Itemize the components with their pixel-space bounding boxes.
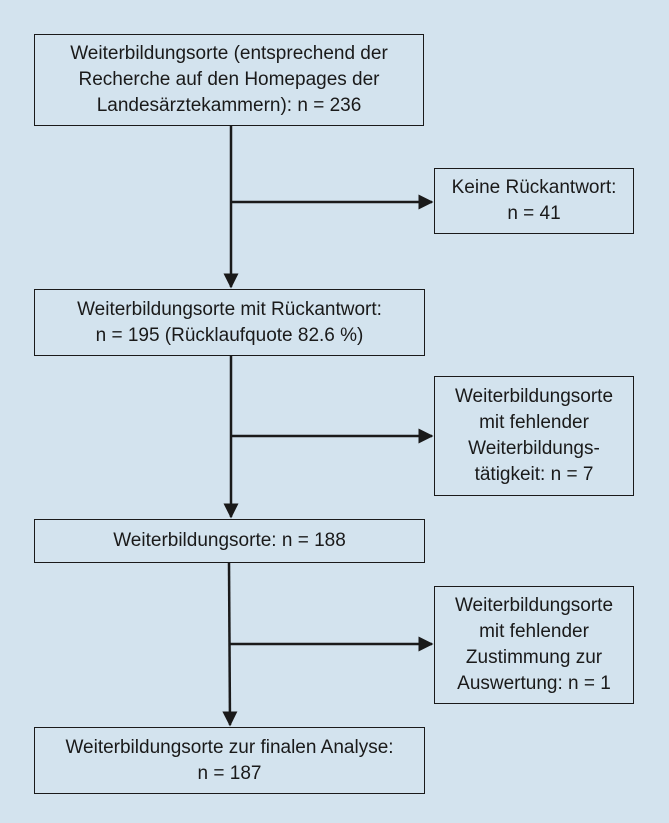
box-final-line-1: Weiterbildungsorte zur finalen Analyse: — [65, 736, 394, 758]
box-no-training-line-1: Weiterbildungsorte — [454, 386, 614, 407]
box-no-consent: Weiterbildungsorte mit fehlender Zustimm… — [434, 586, 634, 704]
box-final: Weiterbildungsorte zur finalen Analyse: … — [34, 727, 425, 794]
box-no-training-line-3: Weiterbildungs- — [468, 438, 600, 459]
box-start-line-2: Recherche auf den Homepages der — [78, 69, 380, 90]
box-start-line-3: Landesärztekammern): n = 236 — [96, 95, 362, 116]
box-no-training-line-2: mit fehlender — [479, 412, 589, 433]
box-response-line-1: Weiterbildungsorte mit Rückantwort: — [77, 298, 382, 320]
box-final-line-2: n = 187 — [197, 762, 262, 784]
box-no-response-line-2: n = 41 — [507, 203, 561, 224]
box-no-response: Keine Rückantwort: n = 41 — [434, 168, 634, 234]
box-response-line-2: n = 195 (Rücklaufquote 82.6 %) — [95, 324, 364, 346]
box-response: Weiterbildungsorte mit Rückantwort: n = … — [34, 289, 425, 356]
box-mid-line-1: Weiterbildungsorte: n = 188 — [113, 530, 346, 551]
box-no-response-line-1: Keine Rückantwort: — [451, 177, 617, 198]
box-no-consent-line-4: Auswertung: n = 1 — [457, 673, 611, 694]
box-start-line-1: Weiterbildungsorte (entsprechend der — [70, 43, 388, 64]
box-mid: Weiterbildungsorte: n = 188 — [34, 519, 425, 563]
box-no-training: Weiterbildungsorte mit fehlender Weiterb… — [434, 376, 634, 496]
box-start: Weiterbildungsorte (entsprechend der Rec… — [34, 34, 424, 126]
box-no-consent-line-1: Weiterbildungsorte — [454, 595, 614, 616]
box-no-training-line-4: tätigkeit: n = 7 — [474, 464, 594, 485]
box-no-consent-line-3: Zustimmung zur — [465, 647, 603, 668]
box-no-consent-line-2: mit fehlender — [479, 621, 589, 642]
